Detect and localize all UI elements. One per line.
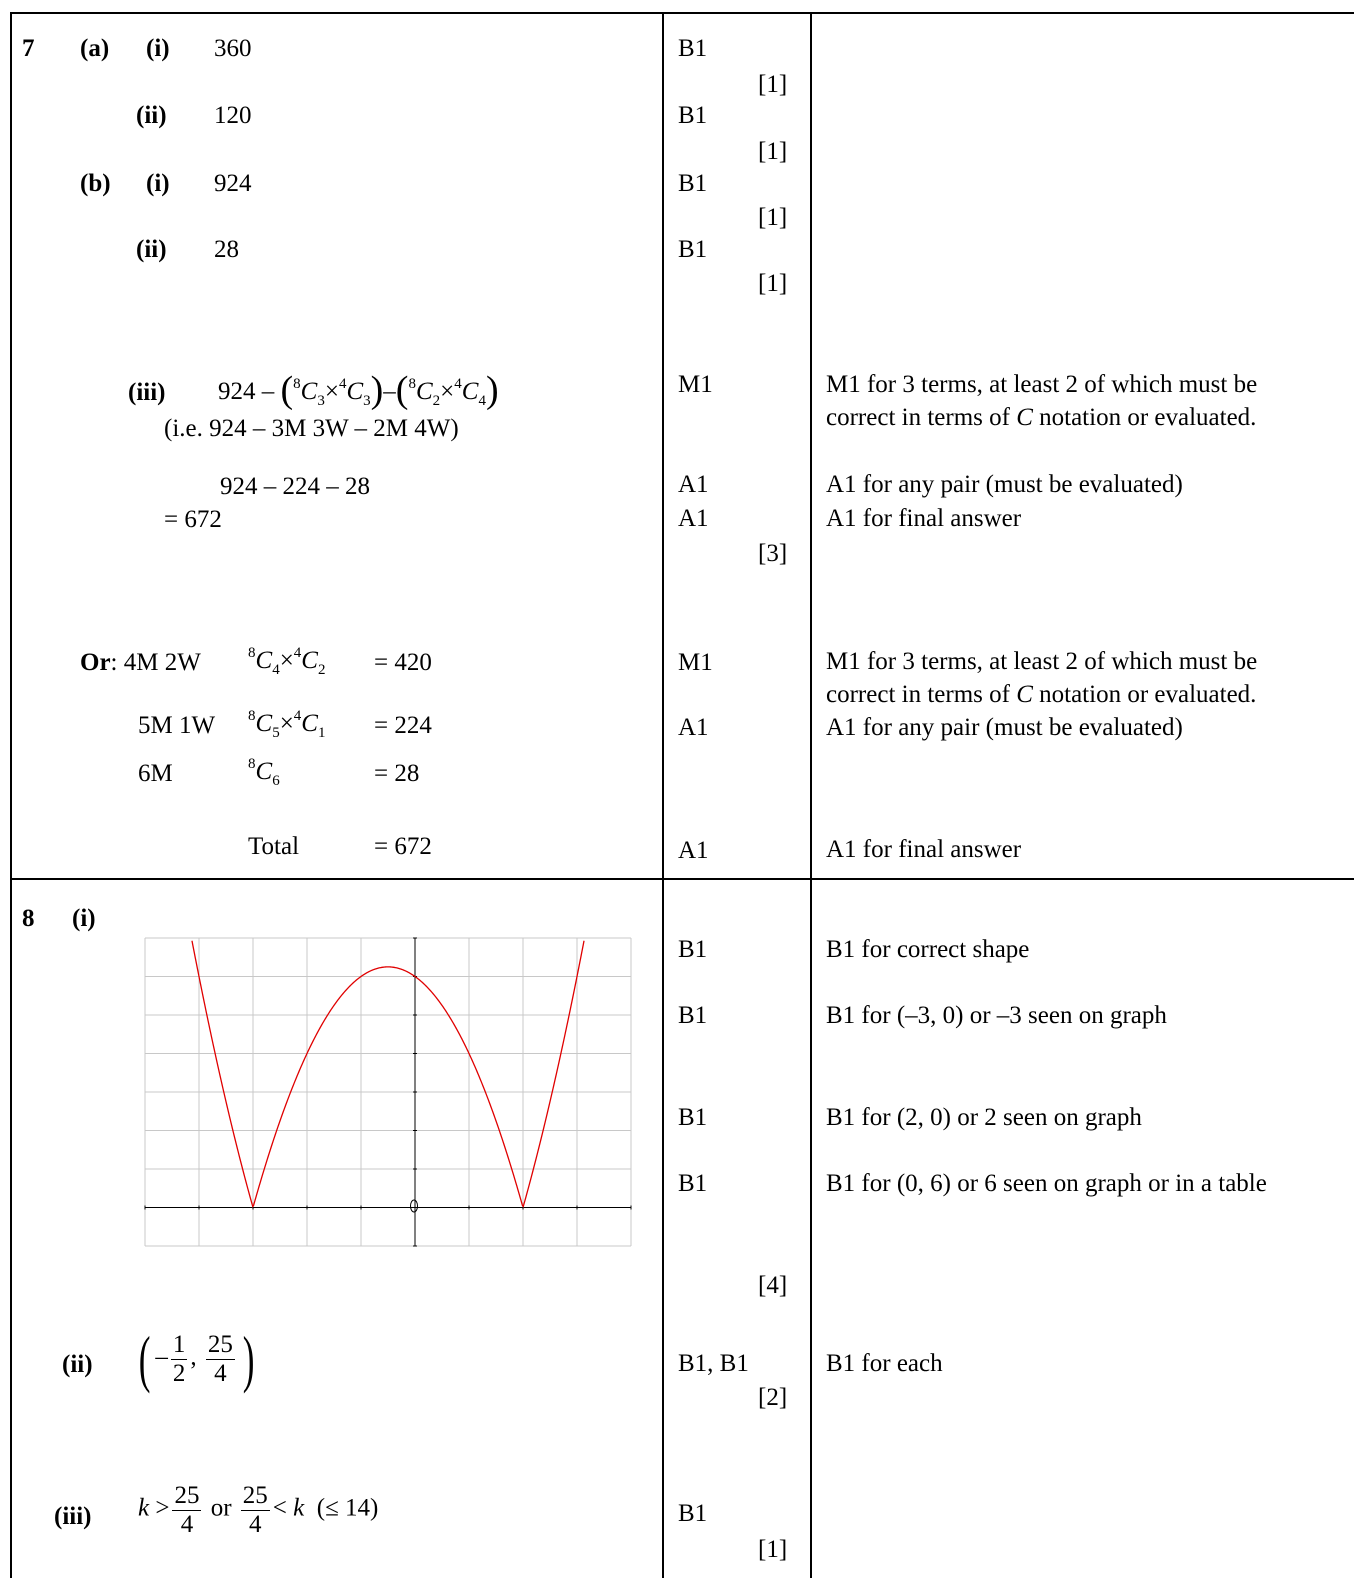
subpart-label: (iii): [128, 379, 166, 406]
mark-label: A1: [678, 505, 709, 532]
mark-total: [1]: [758, 1536, 788, 1563]
guidance-note: B1 for (2, 0) or 2 seen on graph: [826, 1104, 1142, 1131]
group-label: 5M 1W: [138, 712, 216, 739]
part-label: (b): [80, 170, 111, 197]
mark-label: M1: [678, 371, 713, 398]
guidance-note: B1 for each: [826, 1350, 943, 1377]
result-line: = 672: [164, 506, 222, 533]
guidance-note: A1 for any pair (must be evaluated): [826, 471, 1183, 498]
combination-term: 8C6: [248, 756, 280, 789]
marking-table: [10, 12, 1354, 1578]
guidance-note: correct in terms of C notation or evalua…: [826, 681, 1257, 708]
answer-text: 120: [214, 102, 252, 129]
part-label: (a): [80, 35, 110, 62]
explanation-line: (i.e. 924 – 3M 3W – 2M 4W): [164, 415, 459, 442]
guidance-note: correct in terms of C notation or evalua…: [826, 404, 1257, 431]
combination-term: 8C4×4C2: [248, 645, 326, 678]
guidance-note: B1 for (0, 6) or 6 seen on graph or in a…: [826, 1170, 1267, 1197]
origin-marker: [410, 1199, 418, 1213]
subpart-label: (i): [146, 35, 170, 62]
mark-total: [1]: [758, 204, 788, 231]
combination-value: = 224: [374, 712, 432, 739]
mark-total: [1]: [758, 138, 788, 165]
subpart-label: (ii): [62, 1351, 93, 1378]
mark-total: [1]: [758, 270, 788, 297]
answer-text: 924: [214, 170, 252, 197]
mark-label: B1: [678, 1104, 708, 1131]
mark-label: A1: [678, 471, 709, 498]
question-number: 8: [22, 905, 35, 932]
answer-text: 28: [214, 236, 239, 263]
guidance-note: M1 for 3 terms, at least 2 of which must…: [826, 648, 1258, 675]
guidance-note: A1 for final answer: [826, 505, 1022, 532]
mark-label: B1: [678, 35, 708, 62]
column-divider-notes: [810, 12, 812, 1578]
total-value: = 672: [374, 833, 432, 860]
guidance-note: A1 for any pair (must be evaluated): [826, 714, 1183, 741]
guidance-note: B1 for correct shape: [826, 936, 1030, 963]
graph-curve: [191, 940, 585, 1208]
calculation-line: 924 – 224 – 28: [220, 473, 370, 500]
subpart-label: (ii): [136, 236, 167, 263]
mark-label: A1: [678, 714, 709, 741]
row-divider: [10, 878, 1354, 880]
mark-label: B1: [678, 1002, 708, 1029]
mark-label: B1: [678, 170, 708, 197]
group-label: 6M: [138, 760, 173, 787]
mark-label: A1: [678, 837, 709, 864]
mark-total: [3]: [758, 540, 788, 567]
combination-value: = 28: [374, 760, 420, 787]
subpart-label: (i): [146, 170, 170, 197]
guidance-note: A1 for final answer: [826, 836, 1022, 863]
mark-label: B1: [678, 102, 708, 129]
mark-label: M1: [678, 649, 713, 676]
combination-expression: 924 – (8C3×4C3)–(8C2×4C4): [218, 369, 499, 411]
mark-total: [1]: [758, 71, 788, 98]
subpart-label: (ii): [136, 102, 167, 129]
combination-term: 8C5×4C1: [248, 708, 326, 741]
question-number: 7: [22, 35, 35, 62]
mark-label: B1: [678, 236, 708, 263]
mark-label: B1: [678, 1170, 708, 1197]
answer-text: 360: [214, 35, 252, 62]
column-divider-marks: [662, 12, 664, 1578]
modulus-quadratic-graph: [144, 937, 632, 1247]
graph-grid: [144, 937, 632, 1247]
mark-label: B1: [678, 936, 708, 963]
mark-total: [4]: [758, 1272, 788, 1299]
part-label: (i): [72, 905, 96, 932]
combination-value: = 420: [374, 649, 432, 676]
graph-axes: [144, 937, 632, 1247]
guidance-note: B1 for (–3, 0) or –3 seen on graph: [826, 1002, 1167, 1029]
total-label: Total: [248, 833, 300, 860]
guidance-note: M1 for 3 terms, at least 2 of which must…: [826, 371, 1258, 398]
mark-label: B1: [678, 1500, 708, 1527]
mark-total: [2]: [758, 1384, 788, 1411]
mark-label: B1, B1: [678, 1350, 749, 1377]
alternative-method-row: Or: 4M 2W: [80, 649, 201, 676]
subpart-label: (iii): [54, 1503, 92, 1530]
